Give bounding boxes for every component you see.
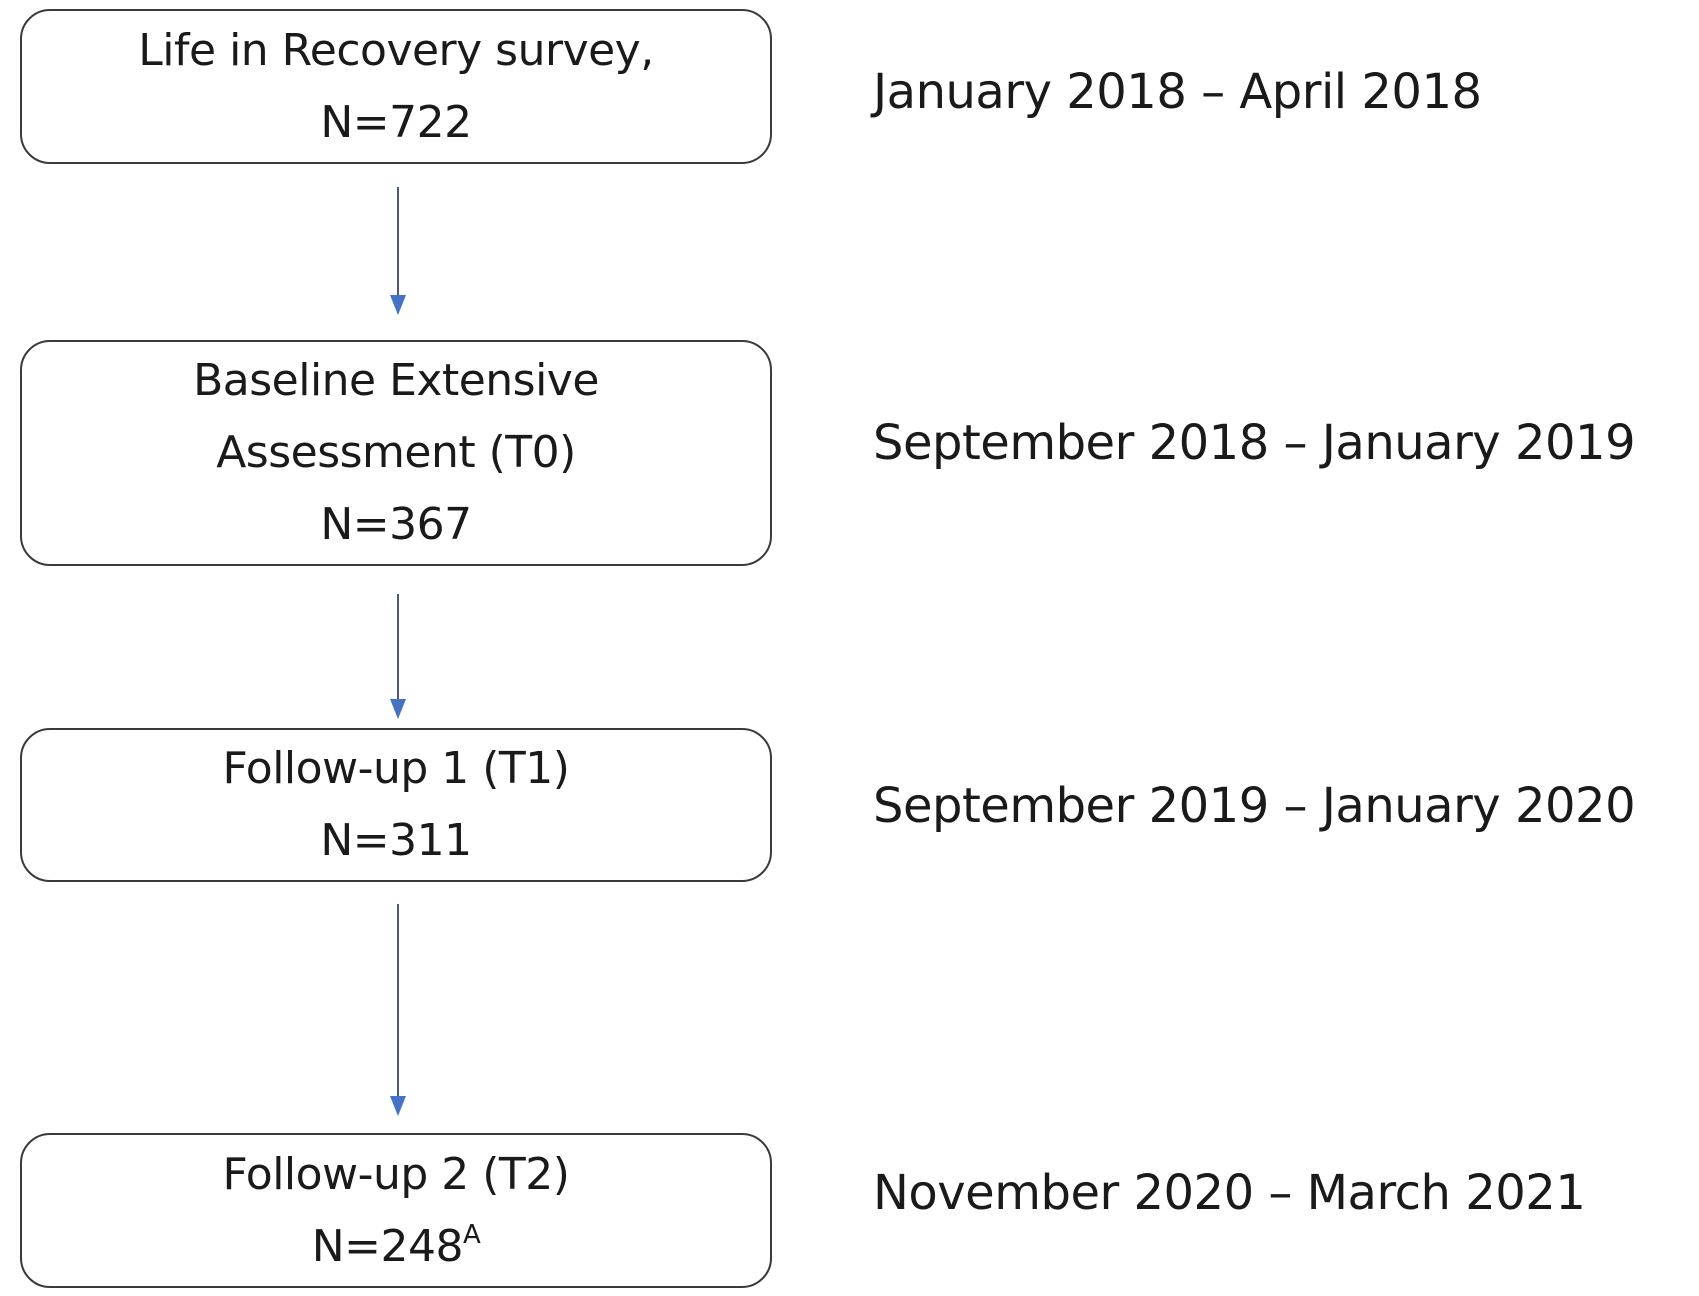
stage-title: Life in Recovery survey, (138, 24, 654, 76)
stage-box-follow-up-1: Follow-up 1 (T1) N=311 (20, 728, 772, 882)
period-label: November 2020 – March 2021 (873, 1165, 1586, 1221)
arrow-down-icon (390, 904, 406, 1116)
period-label: September 2019 – January 2020 (873, 778, 1636, 834)
footnote-marker: A (462, 1219, 481, 1250)
arrow-down-icon (390, 187, 406, 315)
period-label: September 2018 – January 2019 (873, 415, 1636, 471)
stage-box-baseline-assessment: Baseline Extensive Assessment (T0) N=367 (20, 340, 772, 566)
stage-title: Follow-up 1 (T1) (222, 743, 570, 794)
stage-title: Follow-up 2 (T2) (222, 1148, 570, 1200)
stage-count: N=311 (320, 815, 472, 866)
stage-count: N=248 (311, 1220, 464, 1272)
stage-box-follow-up-2: Follow-up 2 (T2) N=248A (20, 1133, 772, 1288)
period-label: January 2018 – April 2018 (873, 64, 1482, 120)
arrow-down-icon (390, 594, 406, 719)
stage-count-wrapper: N=248A (312, 1211, 481, 1283)
stage-count: N=722 (320, 96, 472, 148)
stage-title-line-1: Baseline Extensive (193, 355, 599, 406)
stage-count: N=367 (320, 499, 472, 550)
stage-title-line-2: Assessment (T0) (216, 427, 576, 478)
stage-box-life-in-recovery-survey: Life in Recovery survey, N=722 (20, 9, 772, 164)
